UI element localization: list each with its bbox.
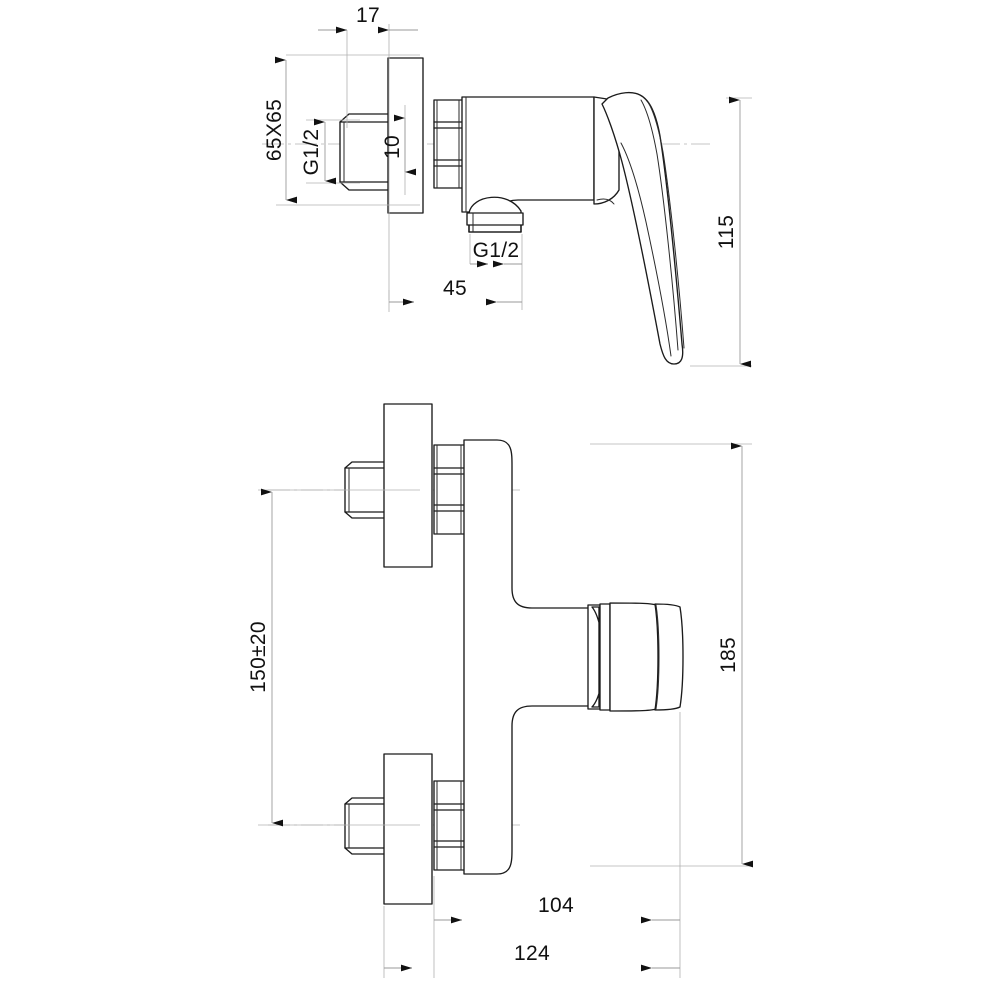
dimension-10-label: 10 bbox=[381, 135, 404, 159]
lower-inlet-nipple-front bbox=[344, 797, 393, 855]
side-elevation-view bbox=[262, 57, 710, 365]
dimension-104: 104 bbox=[434, 894, 680, 924]
upper-hex-nut-front bbox=[433, 444, 466, 535]
lower-hex-nut-front bbox=[433, 780, 466, 871]
dimension-g12-upper-label: G1/2 bbox=[300, 129, 323, 176]
handle-hub-front bbox=[587, 602, 684, 712]
dimension-g12-lower: G1/2 bbox=[470, 239, 522, 268]
dimension-104-label: 104 bbox=[538, 894, 574, 917]
outlet-spigot-side bbox=[466, 196, 524, 233]
dimension-65x65: 65X65 bbox=[263, 56, 297, 204]
dimension-g12-upper: G1/2 bbox=[300, 118, 336, 185]
hex-nut-side bbox=[433, 99, 464, 189]
front-view-dimensions: 150±20 185 104 124 bbox=[247, 442, 753, 978]
dimension-115: 115 bbox=[715, 96, 751, 368]
dimension-185: 185 bbox=[717, 442, 753, 868]
dimension-10: 10 bbox=[381, 105, 416, 195]
lower-escutcheon-front bbox=[383, 753, 433, 905]
dimension-124: 124 bbox=[384, 942, 680, 972]
dimension-65x65-label: 65X65 bbox=[263, 99, 286, 161]
dimension-45: 45 bbox=[388, 277, 522, 312]
dimension-45-label: 45 bbox=[443, 277, 467, 300]
dimension-g12-lower-label: G1/2 bbox=[473, 239, 520, 262]
dimension-124-label: 124 bbox=[514, 942, 550, 965]
dimension-17: 17 bbox=[318, 4, 418, 34]
mixer-body-side bbox=[461, 96, 595, 213]
upper-escutcheon-front bbox=[383, 403, 433, 568]
dimension-115-label: 115 bbox=[715, 215, 738, 249]
side-view-dimensions: 17 65X65 G1/2 10 G1/2 bbox=[263, 4, 752, 368]
dimension-185-label: 185 bbox=[717, 637, 740, 673]
lever-handle-side bbox=[596, 91, 685, 365]
dimension-150-label: 150±20 bbox=[247, 621, 270, 693]
dimension-17-label: 17 bbox=[356, 4, 380, 27]
mixer-body-front bbox=[463, 439, 593, 875]
front-elevation-view bbox=[268, 403, 684, 905]
dimension-150: 150±20 bbox=[247, 488, 283, 827]
